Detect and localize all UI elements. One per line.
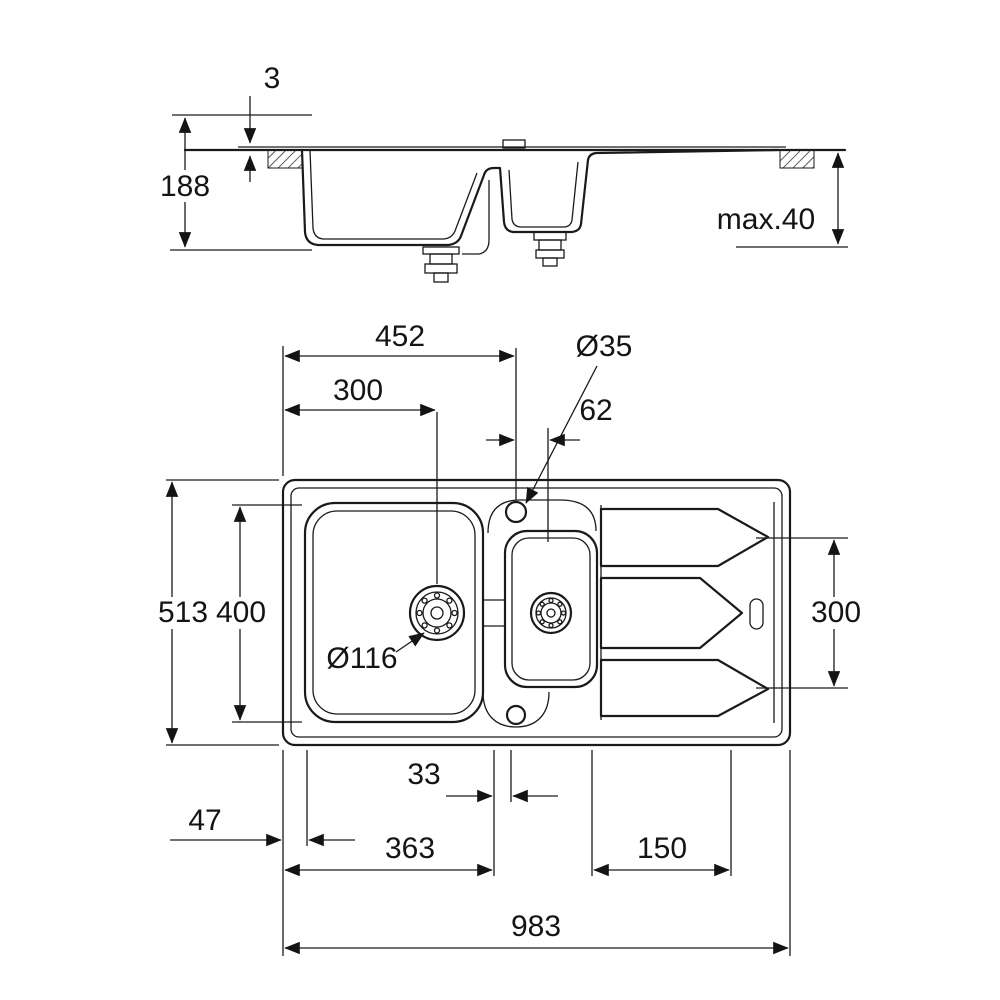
drain-hole (548, 597, 554, 604)
plan-view: 452 300 Ø35 62 513 (150, 320, 868, 956)
drain-tail (433, 272, 449, 283)
drainer-groove-middle (599, 576, 744, 650)
main-drain (408, 584, 466, 642)
dim-tap-hole-diameter: Ø35 (576, 330, 633, 363)
dim-drainer-groove-span: 150 (637, 832, 687, 865)
drain-nut (424, 263, 458, 274)
dim-tap-from-left: 452 (375, 320, 425, 353)
label-mask (150, 597, 214, 629)
drain-hole (557, 601, 563, 607)
dim-half-bowl-from-left-group: 363 (284, 832, 493, 877)
bowl-profile-inner-main (309, 149, 478, 240)
drain-hole (421, 597, 428, 604)
drain-outer (408, 584, 466, 642)
drain-center (430, 606, 444, 620)
label-mask (152, 170, 218, 202)
drain-hole (548, 622, 554, 629)
main-drain-assembly (422, 246, 460, 283)
drain-hole (421, 622, 428, 629)
dim-main-bowl-width: 400 (216, 596, 266, 629)
dim-overall-width: 983 (511, 910, 561, 943)
dim-rim-height: 3 (264, 62, 281, 95)
drain-hole (535, 610, 542, 616)
tap-platform (487, 499, 597, 534)
dim-drainer-groove-span-group: 150 (593, 832, 730, 877)
side-view: 3 188 max.40 (152, 62, 848, 283)
dim-bowl-gap: 33 (407, 758, 440, 791)
leader-line (395, 632, 425, 653)
strainer-body (538, 239, 562, 251)
drain-ring (415, 591, 459, 635)
dim-drainer-span: 300 (811, 596, 861, 629)
drain-body (429, 253, 453, 265)
tap-boss (502, 139, 526, 149)
dim-tap-offset-group: 62 (486, 394, 613, 447)
dim-rim-height-group: 3 (243, 62, 281, 182)
label-mask (802, 597, 868, 629)
half-bowl-drain (529, 591, 573, 635)
half-bowl-strainer (533, 231, 567, 267)
dim-half-bowl-from-left: 363 (385, 832, 435, 865)
drainer-area (599, 502, 775, 723)
dim-bowl-center-group: 300 (284, 374, 436, 417)
dim-counter-thickness-group: max.40 (717, 152, 848, 248)
dim-drainer-span-group: 300 (756, 537, 868, 689)
dim-drain-diameter-group: Ø116 (326, 632, 425, 675)
label-mask (210, 597, 272, 629)
half-bowl-inner (511, 537, 591, 681)
dim-bowl-gap-group: 33 (407, 758, 558, 803)
strainer-nut (535, 249, 565, 259)
drainer-groove-bottom (599, 658, 770, 718)
dim-edge-offset: 47 (188, 804, 221, 837)
drain-hole (446, 622, 453, 629)
drain-hole (557, 619, 563, 625)
drain-ring (422, 598, 452, 628)
counter-section-right (779, 149, 815, 169)
drain-hole (560, 610, 567, 616)
drain-hole (433, 592, 441, 599)
strainer-cap (533, 231, 567, 241)
second-hole (505, 704, 527, 726)
drain-hole (539, 601, 545, 607)
dim-edge-offset-group: 47 (170, 804, 355, 847)
bottom-recess (482, 691, 550, 728)
dim-bowl-center-from-left: 300 (333, 374, 383, 407)
tap-hole (504, 500, 528, 524)
sink-outline (281, 478, 792, 747)
dim-overall-width-group: 983 (284, 910, 789, 955)
main-bowl-inner (312, 510, 476, 715)
drain-outer (529, 591, 573, 635)
dim-bowl-width-group: 400 (210, 504, 302, 723)
overflow-pipe (462, 180, 490, 255)
drainer-groove-top (599, 507, 770, 568)
dim-drain-diameter: Ø116 (326, 642, 397, 675)
drain-hole (539, 619, 545, 625)
half-bowl (503, 529, 599, 689)
main-bowl (303, 501, 485, 724)
drain-hole (416, 609, 423, 617)
drain-center (546, 608, 556, 618)
drain-hole (433, 627, 441, 634)
drain-hole (451, 609, 458, 617)
drainer-slot (749, 598, 764, 630)
bowl-profile-inner-half (508, 161, 579, 228)
dim-tap-from-left-group: 452 (284, 320, 515, 363)
dim-bowl-depth: 188 (160, 170, 210, 203)
counter-section-left (267, 149, 303, 169)
leader-line (525, 365, 598, 504)
drain-hole (446, 597, 453, 604)
dim-overall-depth: 513 (158, 596, 208, 629)
dim-overall-depth-group: 513 (150, 479, 279, 746)
dim-bowl-depth-group: 188 (152, 114, 312, 251)
dim-counter-thickness: max.40 (717, 203, 815, 236)
drain-flange (422, 246, 460, 255)
dim-tap-offset: 62 (579, 394, 612, 427)
strainer-tail (542, 257, 558, 267)
bowl-profile-outer (300, 148, 780, 247)
